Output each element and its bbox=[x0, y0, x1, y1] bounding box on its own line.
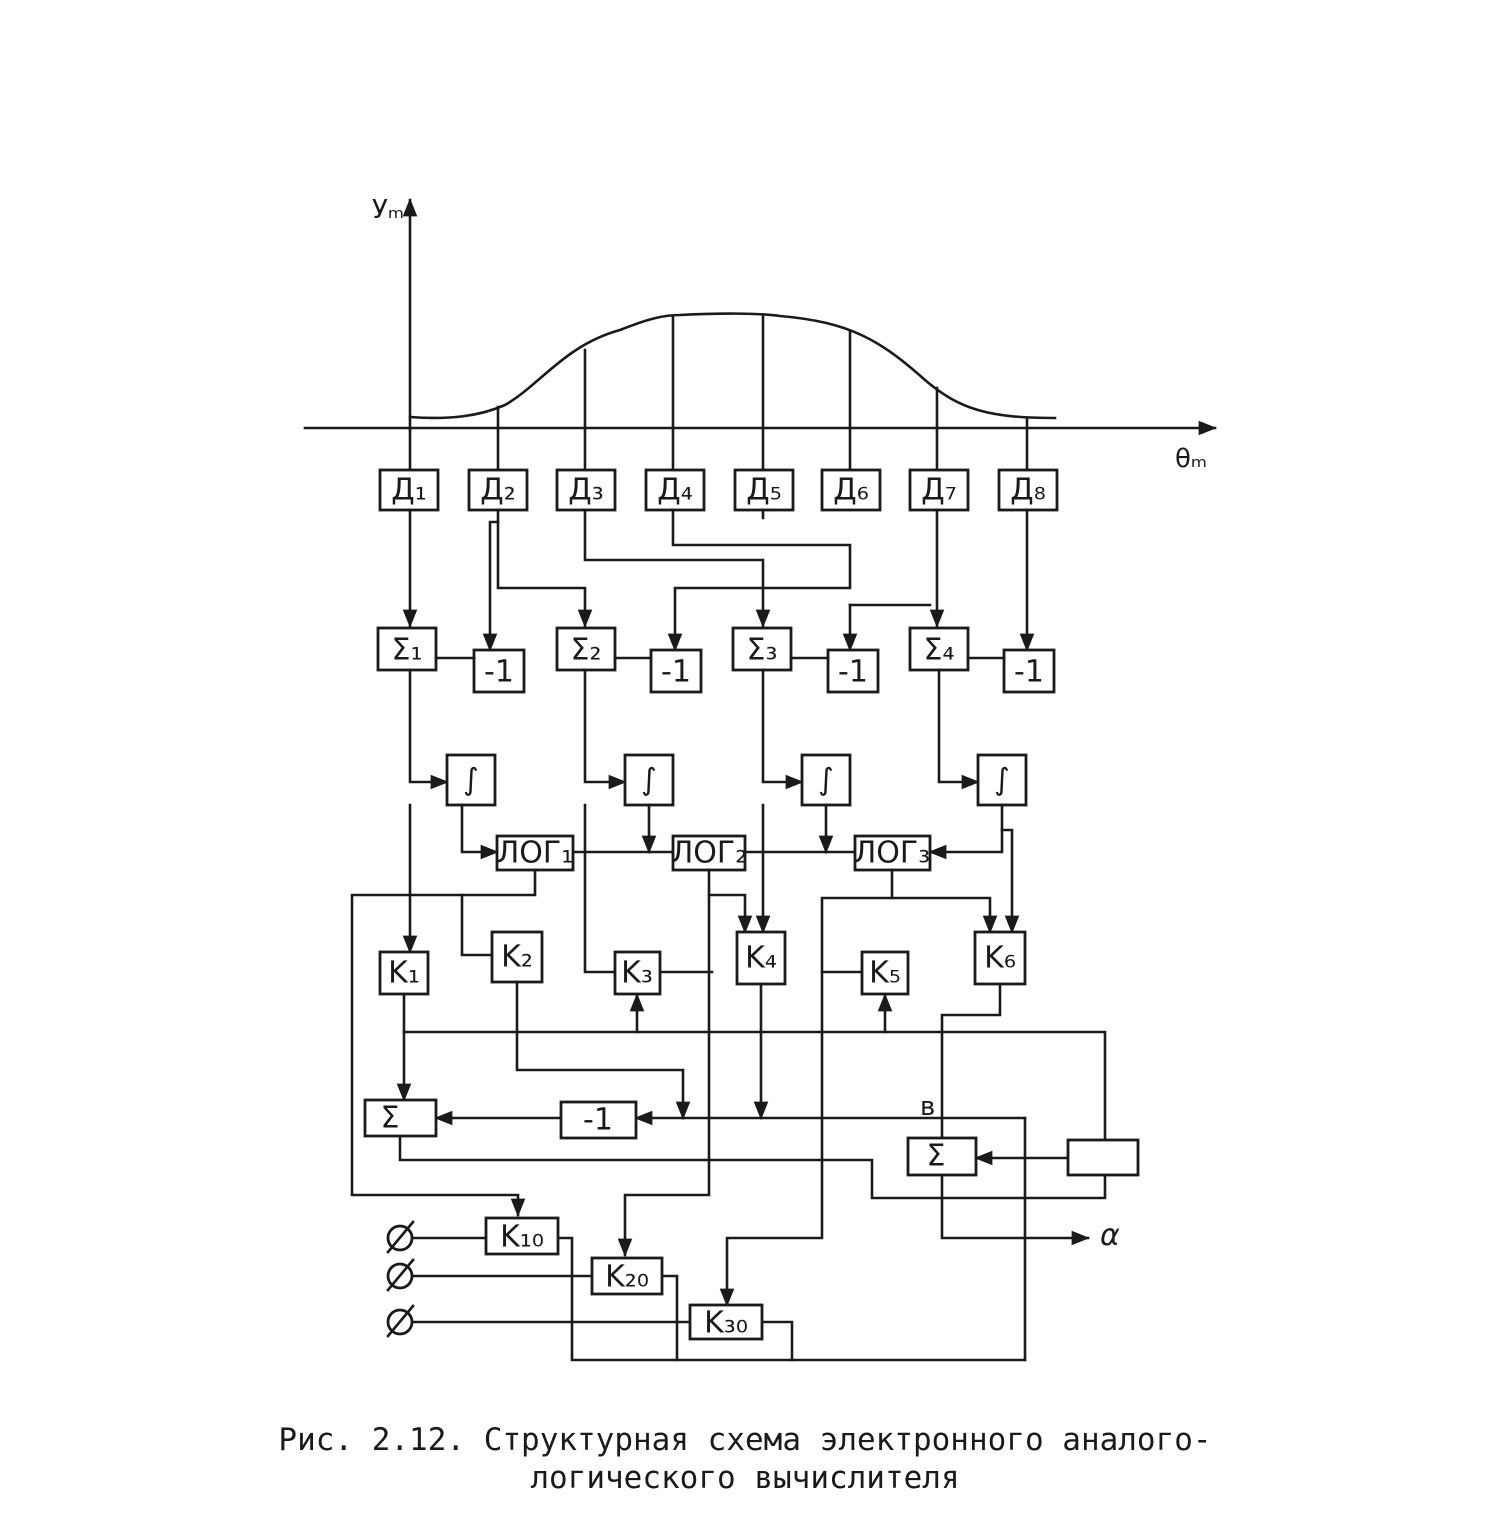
sum2-label: Σ₂ bbox=[571, 633, 602, 668]
neg2-block bbox=[649, 648, 703, 694]
integrator3-label: ∫ bbox=[818, 763, 834, 798]
bell-curve bbox=[408, 312, 1057, 420]
terminal-3-icon bbox=[386, 1304, 415, 1338]
d8-label: Д₈ bbox=[1010, 473, 1045, 508]
k3-label: K₃ bbox=[621, 956, 653, 991]
d7-label: Д₇ bbox=[921, 473, 956, 508]
sum-main-label: Σ bbox=[381, 1101, 400, 1136]
d5-label: Д₅ bbox=[746, 473, 781, 508]
integrator1-block bbox=[445, 753, 497, 807]
d-blocks: Д₁ Д₂ Д₃ Д₄ Д₅ Д₆ Д₇ Д₈ bbox=[378, 468, 1059, 512]
caption-line-2: логического вычислителя bbox=[530, 1460, 960, 1496]
caption-line-1: Рис. 2.12. Структурная схема электронног… bbox=[278, 1422, 1212, 1458]
terminal-2-icon bbox=[386, 1258, 415, 1292]
k6-label: K₆ bbox=[984, 941, 1016, 976]
integrator1-label: ∫ bbox=[463, 763, 479, 798]
k2-block bbox=[490, 930, 544, 984]
sum2-block bbox=[555, 626, 617, 672]
k30-label: K₃₀ bbox=[704, 1306, 748, 1341]
sum-out-block bbox=[906, 1136, 978, 1177]
output-switches: K₁₀ K₂₀ K₃₀ bbox=[386, 1216, 1027, 1362]
k30-block bbox=[688, 1303, 764, 1341]
k10-block bbox=[484, 1216, 560, 1256]
neg1-label: -1 bbox=[484, 655, 514, 690]
neg3-block bbox=[826, 648, 880, 694]
sum1-label: Σ₁ bbox=[392, 633, 423, 668]
k4-label: K₄ bbox=[745, 941, 777, 976]
neg1-block bbox=[472, 648, 526, 694]
d1-label: Д₁ bbox=[391, 473, 426, 508]
k-row-wiring bbox=[350, 803, 1020, 1307]
d3-label: Д₃ bbox=[568, 473, 603, 508]
neg4-label: -1 bbox=[1014, 655, 1044, 690]
neg-main-block bbox=[559, 1100, 638, 1140]
k20-block bbox=[590, 1256, 664, 1296]
log2-label: ЛОГ₂ bbox=[671, 836, 748, 871]
log-row: ЛОГ₁ ЛОГ₂ ЛОГ₃ bbox=[460, 803, 1004, 872]
d8-block bbox=[997, 468, 1059, 512]
alpha-output-label: α bbox=[1100, 1218, 1120, 1253]
d7-block bbox=[908, 468, 970, 512]
axes: Уₘ θₘ bbox=[303, 195, 1217, 474]
b-label: в bbox=[920, 1092, 935, 1122]
neg3-label: -1 bbox=[838, 655, 868, 690]
neg4-block bbox=[1002, 648, 1056, 694]
integrator2-label: ∫ bbox=[641, 763, 657, 798]
d6-block bbox=[820, 468, 882, 512]
x-axis-label: θₘ bbox=[1175, 444, 1207, 474]
terminal-1-icon bbox=[386, 1220, 415, 1254]
sum-out-label: Σ bbox=[927, 1139, 946, 1174]
sum3-label: Σ₃ bbox=[747, 633, 778, 668]
k5-label: K₅ bbox=[869, 956, 901, 991]
d-to-sum-wiring bbox=[402, 508, 1035, 652]
sum4-label: Σ₄ bbox=[924, 633, 955, 668]
log1-label: ЛОГ₁ bbox=[497, 836, 574, 871]
sample-lines bbox=[408, 313, 1029, 472]
d2-label: Д₂ bbox=[480, 473, 515, 508]
k2-label: K₂ bbox=[501, 940, 533, 975]
neg-main-label: -1 bbox=[583, 1103, 613, 1138]
aux-block bbox=[1066, 1138, 1140, 1177]
y-axis-label: Уₘ bbox=[372, 195, 404, 225]
k1-label: K₁ bbox=[388, 956, 420, 991]
neg2-label: -1 bbox=[661, 655, 691, 690]
d4-block bbox=[644, 468, 706, 512]
d4-label: Д₄ bbox=[657, 473, 692, 508]
d5-block bbox=[733, 468, 795, 512]
sum3-block bbox=[731, 626, 793, 672]
bottom-blocks: Σ -1 Σ в α bbox=[363, 1092, 1140, 1253]
sum1-block bbox=[376, 626, 438, 672]
k10-label: K₁₀ bbox=[500, 1220, 544, 1255]
d2-block bbox=[467, 468, 529, 512]
integrator4-label: ∫ bbox=[994, 763, 1010, 798]
sum-row: Σ₁ -1 Σ₂ -1 Σ₃ -1 Σ₄ -1 bbox=[376, 626, 1056, 694]
k-blocks: K₁ K₂ K₃ K₄ K₅ K₆ bbox=[378, 930, 1027, 996]
d3-block bbox=[555, 468, 617, 512]
lower-wiring bbox=[396, 980, 1107, 1362]
d6-label: Д₆ bbox=[833, 473, 868, 508]
log3-label: ЛОГ₃ bbox=[854, 836, 931, 871]
k20-label: K₂₀ bbox=[605, 1260, 649, 1295]
sum-main-block bbox=[363, 1098, 438, 1138]
